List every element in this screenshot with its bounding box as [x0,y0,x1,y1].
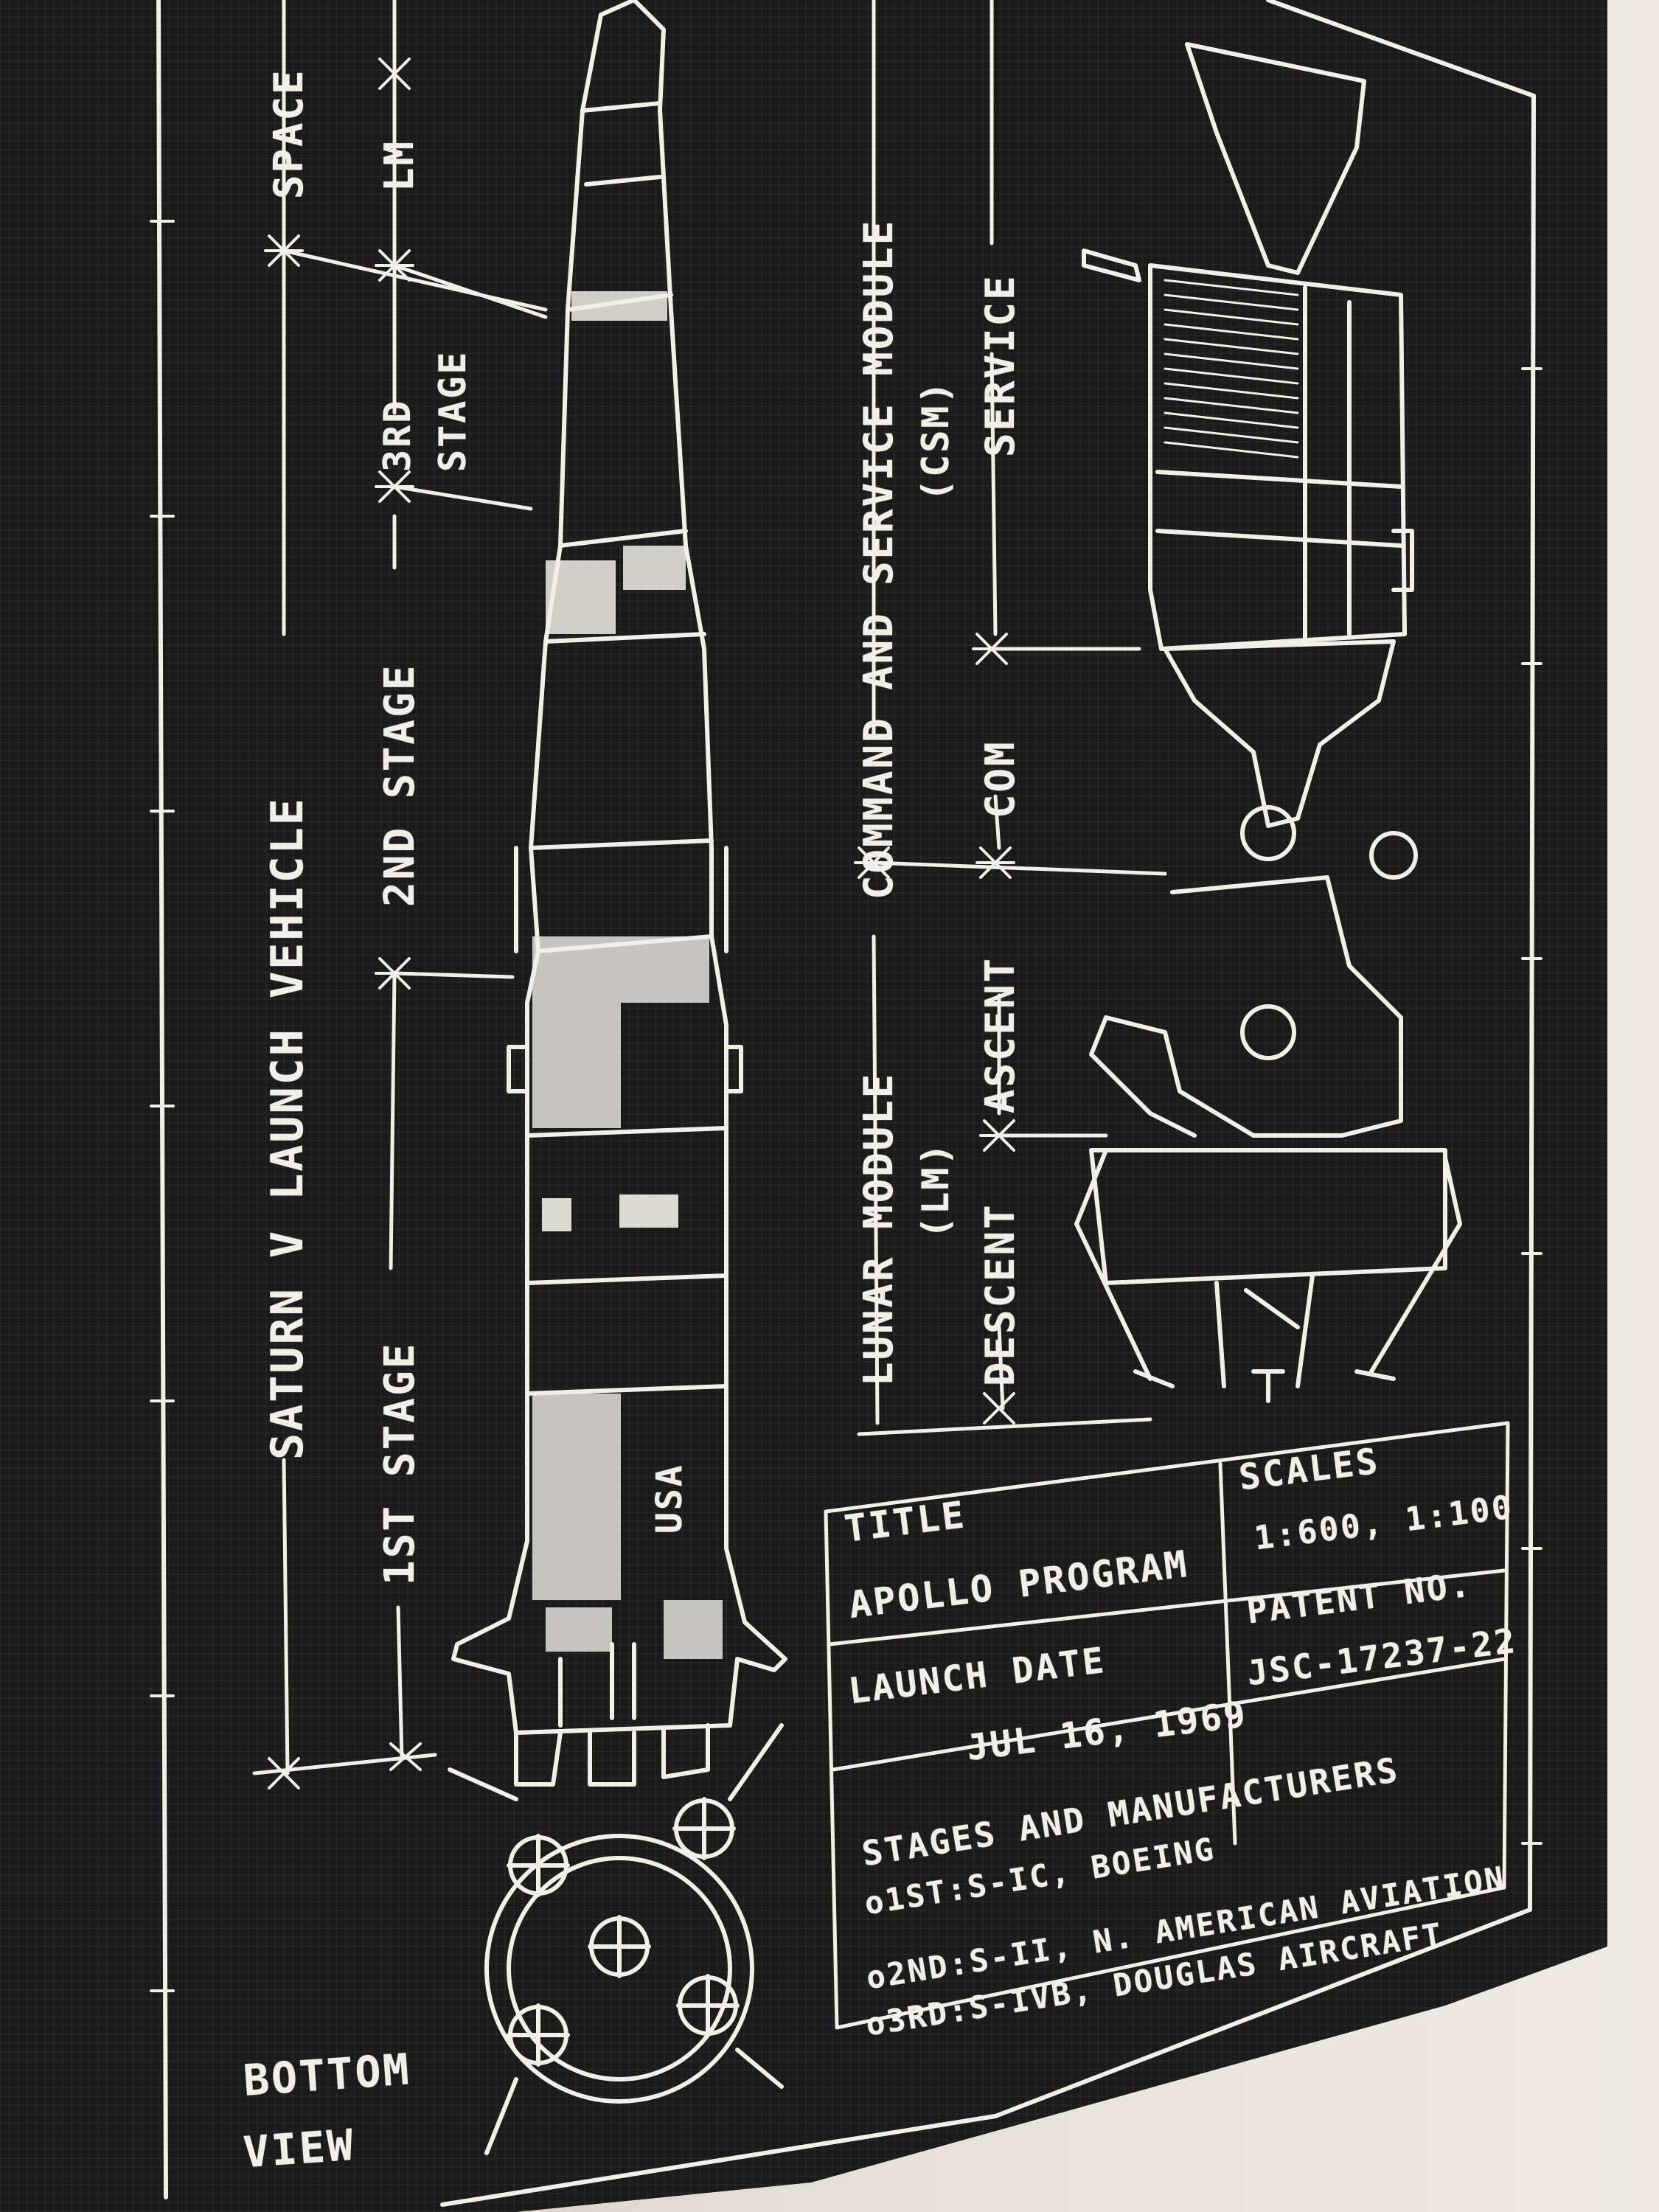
view-label: VIEW [241,2119,357,2178]
bottom-view-drawing [448,1723,784,2155]
saturn-v-label: SATURN V LAUNCH VEHICLE [262,796,313,1460]
com-label: COM [977,740,1023,818]
csm-abbr-label: (CSM) [914,379,957,501]
rocket-usa-text: USA [649,1463,690,1534]
dimension-lines-saturn [252,0,548,1775]
stage3b-label: STAGE [431,349,474,472]
outer-border [156,0,1536,2207]
saturn-v-rocket [451,0,787,1787]
cross-stitch-fabric [0,0,1607,2212]
title-block-frame [824,1421,1510,2030]
dimension-stars-right [854,633,1019,1425]
descent-label: DESCENT [977,1203,1023,1386]
lunar-module-label: LUNAR MODULE [855,1071,902,1386]
border-ticks [150,220,1543,1992]
csm-panel-stripes [1164,279,1299,459]
ascent-label: ASCENT [977,956,1023,1113]
dimension-lines-apollo [857,0,1167,1436]
stage2-label: 2ND STAGE [376,663,424,907]
stage1-label: 1ST STAGE [376,1341,424,1585]
rocket-fill-blocks [532,291,723,1659]
lm-top-label: LM [376,139,422,192]
dimension-stars [264,58,422,1790]
lm-abbr-label: (LM) [914,1141,957,1239]
spacecraft-label: SPACE [265,68,312,199]
csm-label: COMMAND AND SERVICE MODULE [855,218,902,900]
service-label: SERVICE [977,274,1023,457]
lunar-module [1074,805,1462,1403]
command-service-module [1082,42,1414,828]
stage3-label: 3RD [376,398,419,472]
